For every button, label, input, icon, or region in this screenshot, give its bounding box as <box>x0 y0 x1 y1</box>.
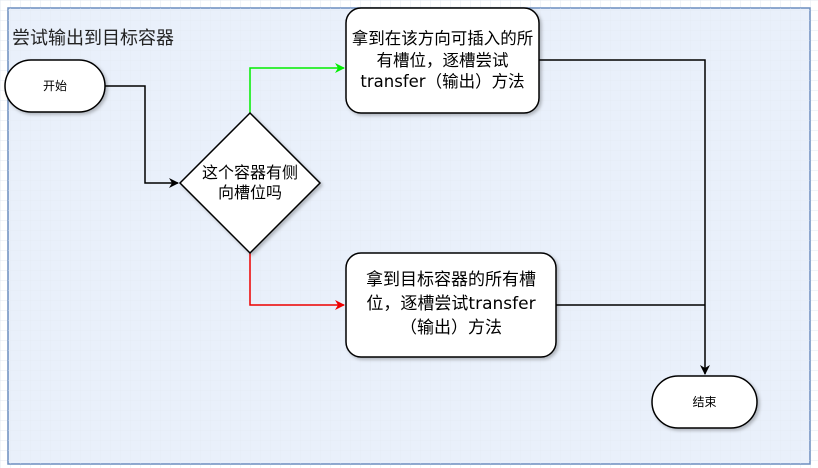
decision-node[interactable] <box>178 111 322 255</box>
edge-side-end[interactable] <box>539 59 710 375</box>
start-node[interactable] <box>4 59 106 113</box>
decision-label: 这个容器有侧向槽位吗 <box>201 163 298 202</box>
edge-start-decision[interactable] <box>105 85 179 188</box>
end-node[interactable] <box>651 375 758 429</box>
edge-decision-yes[interactable] <box>249 63 345 113</box>
container-title: 尝试输出到目标容器 <box>12 28 174 49</box>
end-label: 结束 <box>692 394 717 409</box>
side-slots-label: 拿到在该方向可插入的所有槽位，逐槽尝试transfer（输出）方法 <box>351 29 534 92</box>
side-slots-node[interactable] <box>345 7 540 114</box>
all-slots-label: 拿到目标容器的所有槽位，逐槽尝试transfer（输出）方法 <box>366 270 536 338</box>
all-slots-node[interactable] <box>345 252 557 358</box>
start-label: 开始 <box>42 78 67 93</box>
edge-decision-no[interactable] <box>249 253 345 310</box>
